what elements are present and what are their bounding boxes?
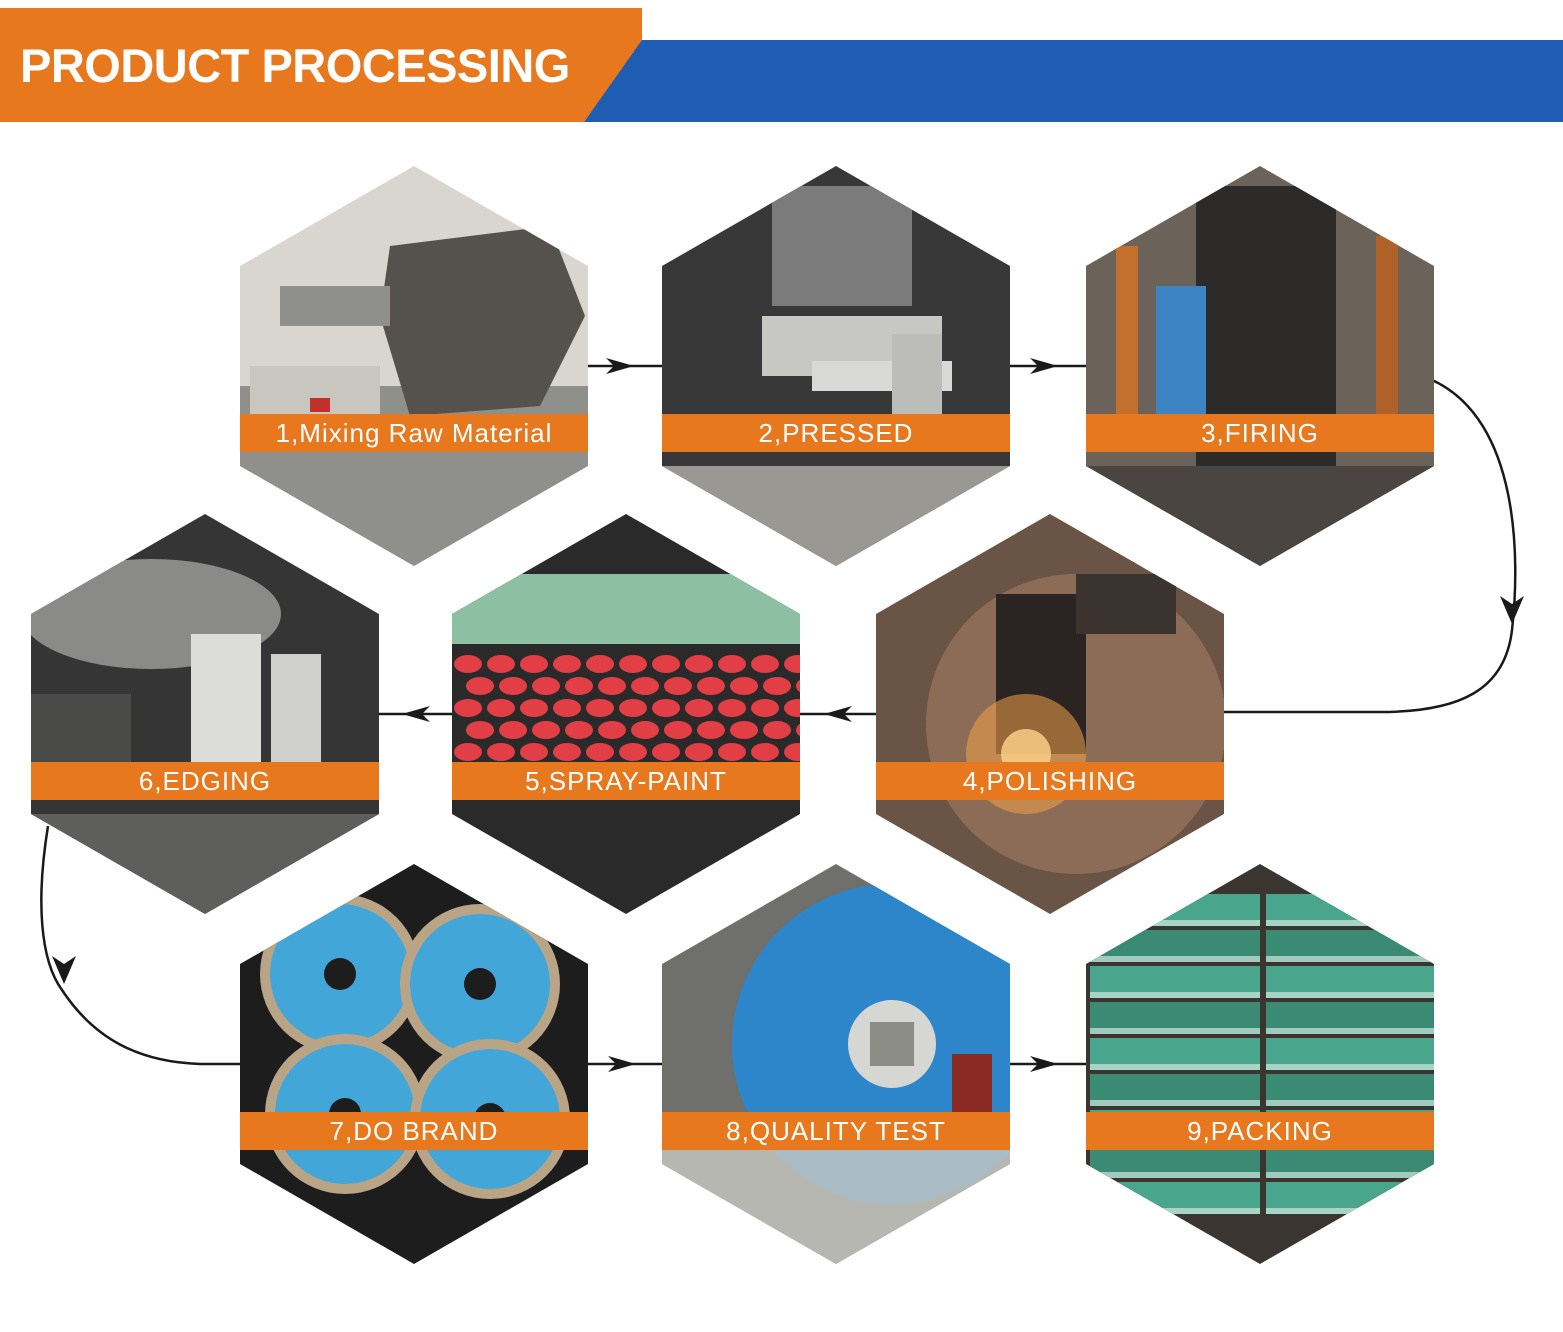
step-7-photo — [240, 864, 588, 1264]
process-step-9: 9,PACKING — [1086, 864, 1434, 1264]
process-step-2: 2,PRESSED — [662, 166, 1010, 566]
step-9-label: 9,PACKING — [1187, 1116, 1333, 1146]
step-2-label: 2,PRESSED — [758, 418, 914, 448]
step-3-hexagon — [1086, 166, 1434, 566]
process-step-6: 6,EDGING — [31, 514, 379, 914]
step-7-label-band — [240, 1112, 588, 1150]
step-5-label-band — [452, 762, 800, 800]
step-8-label-band — [662, 1112, 1010, 1150]
page-title: PRODUCT PROCESSING — [20, 39, 570, 92]
process-step-5: 5,SPRAY-PAINT — [452, 514, 800, 914]
step-3-label-band — [1086, 414, 1434, 452]
step-6-label: 6,EDGING — [138, 766, 272, 796]
arrow-5-6 — [402, 706, 430, 722]
header-orange-tab — [0, 8, 642, 122]
step-7-label: 7,DO BRAND — [329, 1116, 499, 1146]
step-9-hexagon — [1086, 864, 1434, 1264]
connector-3-4 — [1222, 378, 1517, 714]
arrow-7-8 — [608, 1056, 636, 1072]
arrow-6-7 — [52, 956, 76, 984]
step-4-label-band — [876, 762, 1224, 800]
step-1-photo — [240, 166, 588, 566]
process-step-1: 1,Mixing Raw Material — [240, 166, 588, 566]
step-6-hexagon — [31, 514, 379, 914]
step-3-label: 3,FIRING — [1201, 418, 1319, 448]
header-blue-bar — [584, 40, 1563, 122]
arrow-2-3 — [1030, 358, 1058, 374]
step-6-photo — [31, 514, 379, 914]
step-6-label-band — [31, 762, 379, 800]
step-4-hexagon — [876, 514, 1224, 914]
header-shapes — [0, 8, 1563, 122]
arrow-8-9 — [1030, 1056, 1058, 1072]
step-1-label-band — [240, 414, 588, 452]
step-5-label: 5,SPRAY-PAINT — [525, 766, 727, 796]
step-5-hexagon — [452, 514, 800, 914]
step-4-label: 4,POLISHING — [962, 766, 1138, 796]
process-step-3: 3,FIRING — [1086, 166, 1434, 566]
step-1-hexagon — [240, 166, 588, 566]
connector-6-7 — [40, 825, 242, 1066]
process-step-7: 7,DO BRAND — [240, 864, 588, 1264]
arrow-3-4 — [1500, 596, 1524, 624]
step-5-photo — [452, 514, 800, 914]
arrow-1-2 — [606, 358, 634, 374]
step-8-hexagon — [662, 864, 1010, 1264]
step-1-label: 1,Mixing Raw Material — [275, 418, 553, 448]
step-9-photo — [1086, 864, 1434, 1264]
step-2-hexagon — [662, 166, 1010, 566]
process-step-4: 4,POLISHING — [876, 514, 1224, 914]
step-2-label-band — [662, 414, 1010, 452]
step-9-label-band — [1086, 1112, 1434, 1150]
step-8-label: 8,QUALITY TEST — [726, 1116, 946, 1146]
step-3-photo — [1086, 166, 1434, 566]
header-banner: PRODUCT PROCESSING — [0, 0, 1563, 130]
step-4-photo — [876, 514, 1224, 914]
process-step-8: 8,QUALITY TEST — [662, 864, 1010, 1264]
step-2-photo — [662, 166, 1010, 566]
step-7-hexagon — [240, 864, 588, 1264]
step-8-photo — [662, 864, 1010, 1264]
arrow-4-5 — [824, 706, 852, 722]
